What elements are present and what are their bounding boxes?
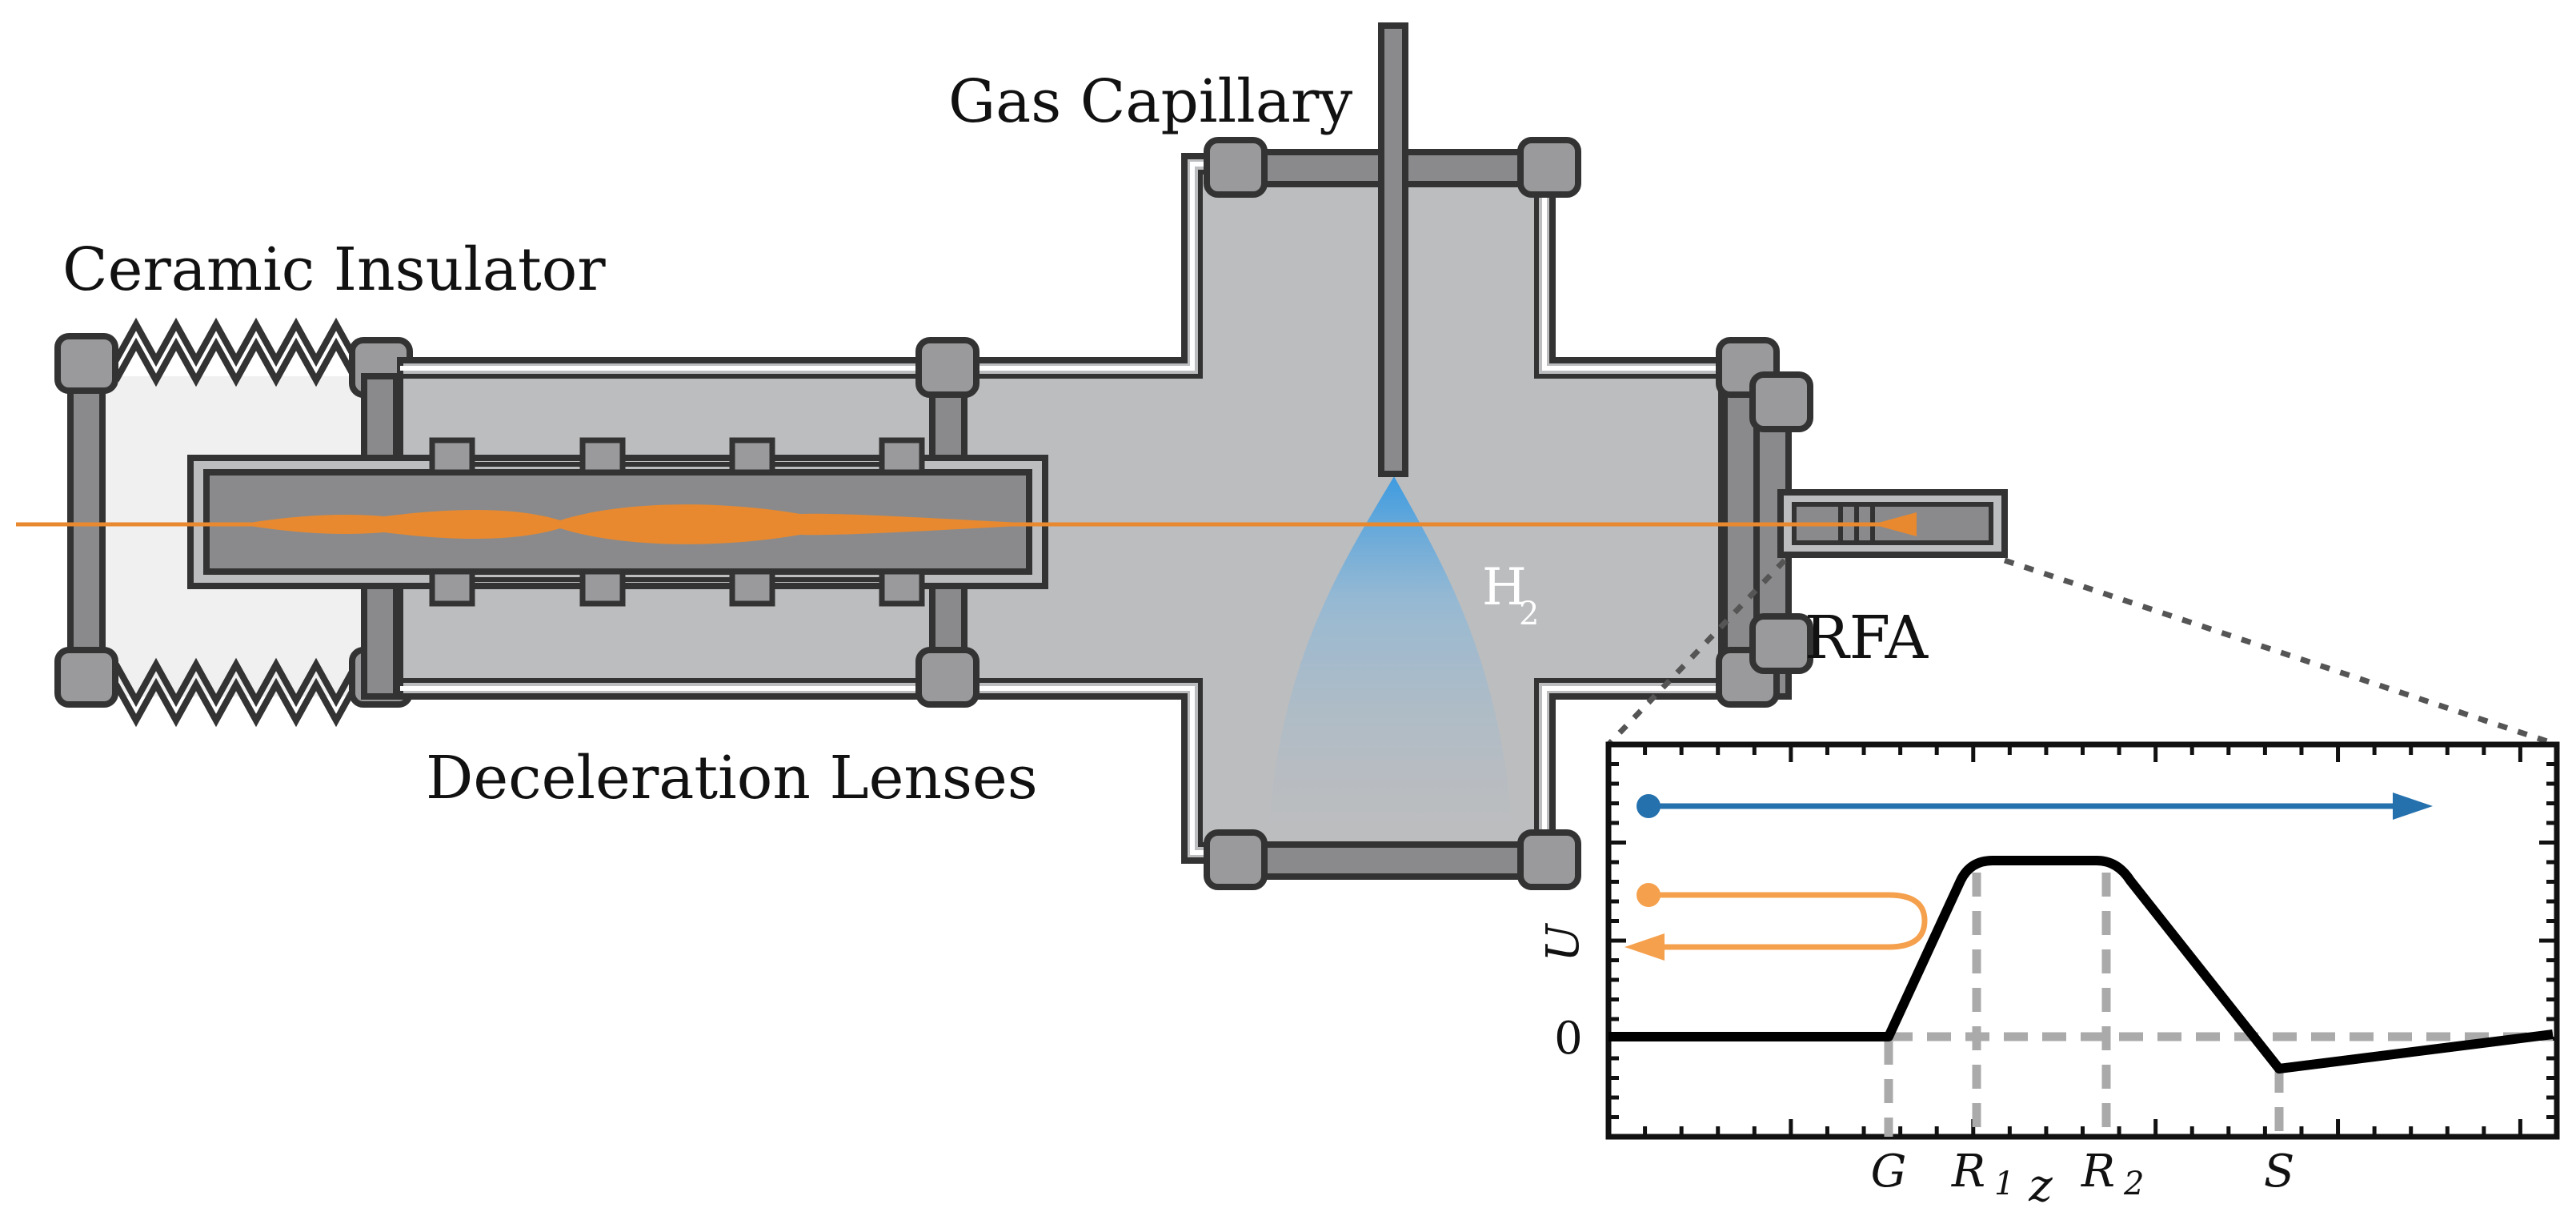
gas-label: H <box>1482 558 1527 617</box>
transmitted-ion-arrow <box>1637 793 2433 820</box>
gas-capillary-label: Gas Capillary <box>948 67 1352 136</box>
lens-ring <box>429 437 475 607</box>
ion-beam <box>16 504 1917 544</box>
inset-ticks <box>1608 744 2557 1137</box>
gas-label-subscript: 2 <box>1519 596 1539 632</box>
marker-r2-subscript: 2 <box>2123 1166 2144 1202</box>
marker-r2: R <box>2081 1146 2115 1198</box>
y-axis-label: U <box>1537 923 1589 962</box>
bellows-top <box>113 317 359 367</box>
marker-r1: R <box>1951 1146 1985 1198</box>
ceramic-insulator-label: Ceramic Insulator <box>62 235 606 304</box>
reflected-ion-arrow <box>1625 883 1928 961</box>
zoom-line-right <box>2003 557 2558 748</box>
gas-capillary <box>1378 22 1408 477</box>
reference-lines <box>1884 873 2553 1137</box>
potential-inset: U 0 z G R 1 R 2 S <box>1537 741 2560 1212</box>
gas-jet <box>1268 476 1512 833</box>
bellows-bottom <box>113 657 359 708</box>
y-tick-zero: 0 <box>1554 1013 1583 1065</box>
marker-g: G <box>1871 1146 1907 1198</box>
marker-r1-subscript: 1 <box>1994 1166 2014 1202</box>
x-axis-label: z <box>2028 1160 2053 1212</box>
potential-curve <box>1608 856 2554 1074</box>
flange-block <box>54 333 118 394</box>
zoom-line-left <box>1606 558 1787 747</box>
deceleration-lenses-label: Deceleration Lenses <box>426 744 1038 813</box>
marker-s: S <box>2264 1146 2294 1198</box>
flange-top-left <box>1204 137 1268 198</box>
rfa-label: RFA <box>1805 604 1929 672</box>
